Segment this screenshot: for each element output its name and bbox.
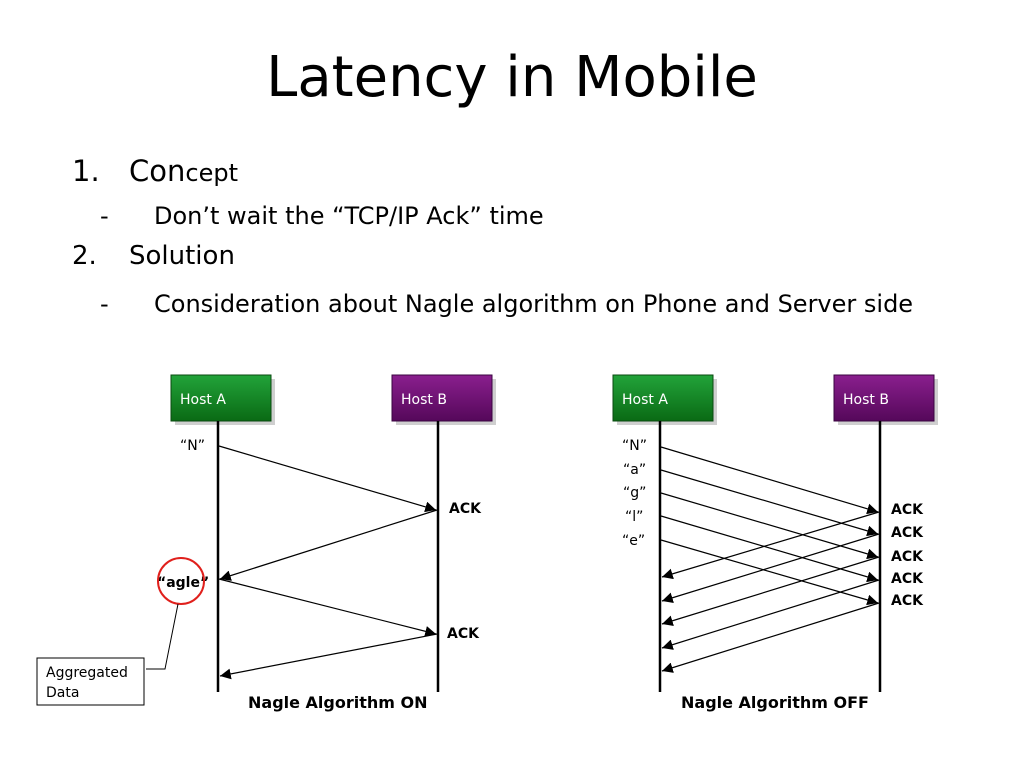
label-msg-1: “N” xyxy=(622,438,647,454)
host-b-label: Host B xyxy=(401,392,447,408)
arrow-ack-4 xyxy=(661,579,880,650)
host-a-box xyxy=(170,374,272,422)
arrow-ack-3 xyxy=(661,556,880,626)
arrow-data-5 xyxy=(660,539,879,606)
host-b-box xyxy=(833,374,935,422)
bullet-text: Concept xyxy=(129,154,238,188)
callout-leader xyxy=(146,603,179,670)
label-ack-4: ACK xyxy=(891,571,924,587)
label-n: “N” xyxy=(180,438,205,454)
caption-nagle-on: Nagle Algorithm ON xyxy=(248,693,428,712)
callout-box xyxy=(36,657,145,706)
bullet-number: 2. xyxy=(72,241,97,271)
label-msg-4: “l” xyxy=(625,509,643,525)
bullet-text: Don’t wait the “TCP/IP Ack” time xyxy=(154,202,544,230)
arrow-data-1 xyxy=(660,446,879,515)
label-msg-2: “a” xyxy=(623,462,646,478)
diagram-nagle-on: Host A Host B “N” ACK “agle” ACK Aggrega… xyxy=(36,374,496,712)
arrow-ack2-to-a xyxy=(219,633,438,680)
arrow-ack-to-a xyxy=(219,509,438,581)
arrow-agle-to-b xyxy=(218,578,437,637)
caption-nagle-off: Nagle Algorithm OFF xyxy=(681,693,869,712)
arrow-ack-5 xyxy=(661,602,880,673)
host-a-label: Host A xyxy=(622,392,668,408)
arrow-ack-2 xyxy=(661,533,880,603)
label-ack-2: ACK xyxy=(891,525,924,541)
host-a-box xyxy=(612,374,714,422)
label-ack-5: ACK xyxy=(891,593,924,609)
arrow-ack-1 xyxy=(661,511,880,580)
host-b-label: Host B xyxy=(843,392,889,408)
diagram-nagle-off: Host A Host B “N” “a” “g” “l” “e” ACK AC… xyxy=(612,374,938,712)
bullet-dash: - xyxy=(100,202,109,230)
label-ack-3: ACK xyxy=(891,549,924,565)
label-ack-1: ACK xyxy=(891,502,924,518)
label-msg-5: “e” xyxy=(622,533,645,549)
arrow-n-to-b xyxy=(218,445,437,513)
label-agle: “agle” xyxy=(157,575,209,591)
callout-line-2: Data xyxy=(46,685,79,701)
label-ack-1: ACK xyxy=(449,501,482,517)
highlight-circle xyxy=(157,557,205,605)
arrow-data-4 xyxy=(660,515,879,583)
bullet-dash: - xyxy=(100,290,109,318)
bullet-text: Solution xyxy=(129,241,235,271)
bullet-number: 1. xyxy=(72,154,100,188)
label-msg-3: “g” xyxy=(623,485,646,501)
bullet-text: Consideration about Nagle algorithm on P… xyxy=(154,290,914,318)
host-a-label: Host A xyxy=(180,392,226,408)
label-ack-2: ACK xyxy=(447,626,480,642)
callout-line-1: Aggregated xyxy=(46,665,128,681)
arrow-data-3 xyxy=(660,492,879,560)
slide-title: Latency in Mobile xyxy=(266,45,758,110)
host-b-box xyxy=(391,374,493,422)
